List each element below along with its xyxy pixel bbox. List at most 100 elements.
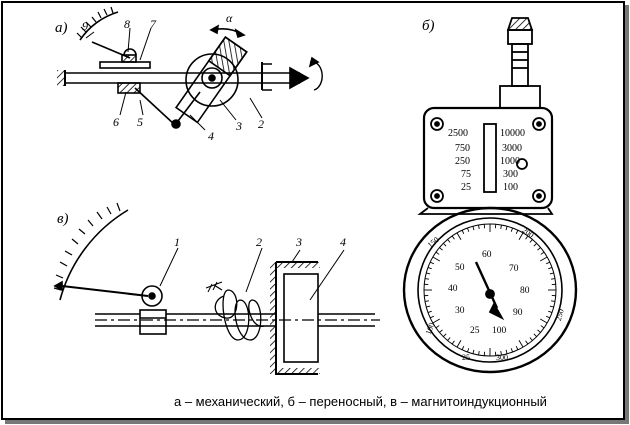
dial-tick [537,247,541,251]
panel-a-mechanism [57,6,323,131]
dial-tick [451,340,455,345]
window-right-3: 300 [503,169,518,180]
dial-outer-200: 200 [520,226,535,240]
panel-a-part-5: 5 [137,115,143,129]
panel-a-part-6: 6 [113,115,119,129]
dial-tick [518,232,524,240]
dial-tick [427,310,432,313]
panel-a-part-7: 7 [150,17,157,31]
dial-inner-30: 30 [455,306,465,316]
dial-tick [451,235,455,240]
dial-tick [515,346,519,351]
dial-tick [478,350,480,356]
dial-outer-300: 300 [496,353,508,362]
panel-a-part-4: 4 [208,129,214,143]
dial-tick [427,267,432,270]
window-left-0: 2500 [448,128,468,139]
dial-outer-250: 250 [554,308,566,322]
dial-tick [435,251,440,255]
dial-tick [505,349,508,354]
dial-tick [518,340,524,348]
dial-tick [505,226,508,231]
dial-tick [432,256,440,262]
dial-tick [456,340,462,348]
dial-tick [432,318,440,324]
panel-a-scale-ticks [76,6,114,39]
dial-tick [525,340,529,345]
dial-tick [439,247,443,251]
panel-a-part-9: 9 [82,19,88,33]
dial-tick [461,346,465,351]
figure-frame [1,1,625,420]
dial-tick [447,239,451,243]
panel-c-part-3: 3 [295,235,302,249]
dial-tick [461,229,465,234]
panel-a-part-8: 8 [124,17,130,31]
dial-tick [550,300,556,302]
dial-outer-25: 25 [462,353,470,362]
dial-tick [549,305,554,308]
dial-outer-150: 150 [426,235,441,250]
dial-tick [424,278,430,280]
panel-c-label: в) [57,211,69,227]
dial-tick [429,315,434,319]
window-right-1: 3000 [502,143,522,154]
dial-tick [447,337,451,341]
dial-tick [500,350,502,356]
dial-tick [429,261,434,265]
dial-inner-50: 50 [455,263,465,273]
dial-tick [540,318,548,324]
dial-tick [525,235,529,240]
dial-tick [467,227,470,232]
window-right-2: 1000 [500,156,520,167]
dial-tick [424,300,430,302]
panel-b-label: б) [422,18,435,34]
panel-c-part-1: 1 [174,235,180,249]
panel-a-label: а) [55,20,68,36]
dial-tick [467,348,470,353]
dial-tick [546,261,551,265]
dial-tick [510,227,513,232]
panel-b-window-scale: 2500 750 250 75 25 10000 3000 1000 300 1… [448,128,525,193]
window-right-4: 100 [503,182,518,193]
dial-tick [529,337,533,341]
dial-tick [456,232,462,240]
panel-b-device [402,17,578,374]
dial-tick [540,251,545,255]
panel-a-part-2: 2 [258,117,264,131]
dial-tick [510,348,513,353]
dial-inner-25: 25 [470,326,480,336]
dial-tick [533,243,537,247]
dial-tick [548,310,553,313]
dial-tick [533,333,537,337]
dial-tick [540,256,548,262]
dial-inner-90: 90 [513,308,523,318]
window-left-1: 750 [455,143,470,154]
figure-caption: а – механический, б – переносный, в – ма… [174,394,547,409]
dial-inner-60: 60 [482,250,492,260]
dial-tick [500,224,502,230]
dial-tick [443,243,447,247]
dial-tick [472,349,475,354]
dial-inner-40: 40 [448,284,458,294]
dial-tick [443,333,447,337]
dial-inner-100: 100 [492,326,507,336]
panel-c-mechanism [53,202,380,375]
dial-tick [478,224,480,230]
dial-tick [515,229,519,234]
dial-tick [529,239,533,243]
dial-tick [548,267,553,270]
dial-inner-70: 70 [509,264,519,274]
dial-tick [435,325,440,329]
window-left-3: 75 [461,169,471,180]
panel-c-part-2: 2 [256,235,262,249]
dial-tick [550,278,556,280]
panel-a-part-3: 3 [235,119,242,133]
dial-outer-100: 100 [424,321,437,335]
dial-tick [537,329,541,333]
dial-tick [540,325,545,329]
dial-tick [472,226,475,231]
panel-b-dial-inner-numbers: 50 60 70 80 90 100 25 30 40 [448,250,530,336]
dial-tick [426,305,431,308]
